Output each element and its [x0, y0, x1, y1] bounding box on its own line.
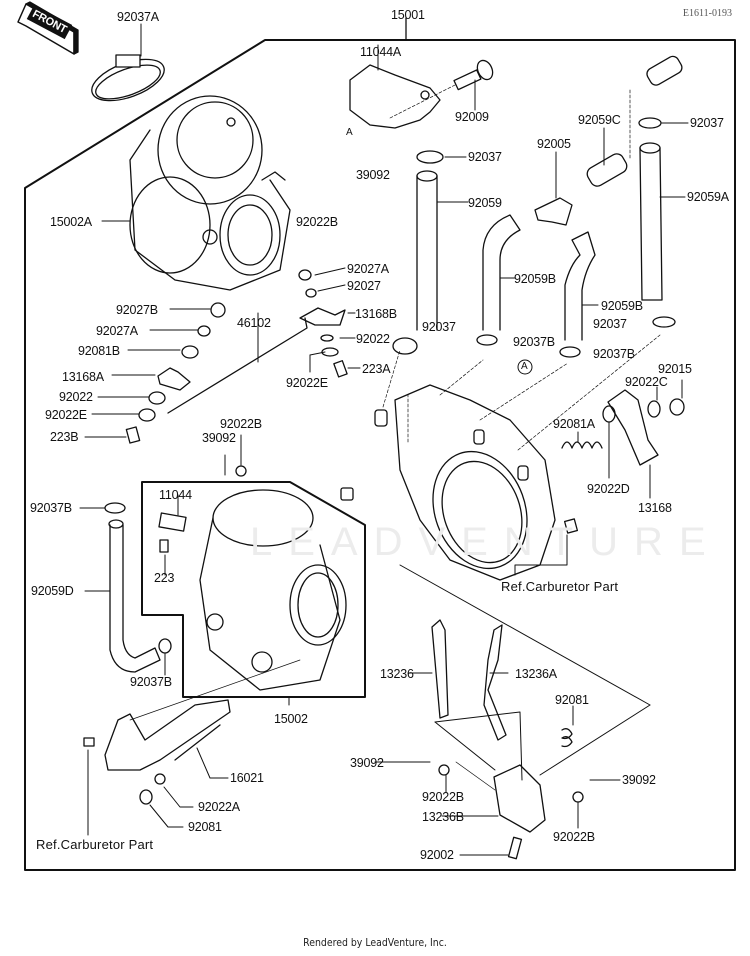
part-label[interactable]: 92059D [31, 584, 74, 598]
assembly-frame [24, 39, 736, 871]
part-label[interactable]: 92027A [347, 262, 389, 276]
part-label[interactable]: 39092 [350, 756, 384, 770]
part-label[interactable]: 92037A [117, 10, 159, 24]
part-label[interactable]: 39092 [356, 168, 390, 182]
part-label[interactable]: 92081A [553, 417, 595, 431]
part-label[interactable]: 223 [154, 571, 175, 585]
part-label[interactable]: 92037B [30, 501, 72, 515]
part-label[interactable]: 13236A [515, 667, 557, 681]
float-chamber-drawing [340, 334, 661, 581]
part-label[interactable]: 92081 [188, 820, 222, 834]
part-label[interactable]: 92022E [286, 376, 328, 390]
part-label[interactable]: 92037 [422, 320, 456, 334]
part-label[interactable]: 13168 [638, 501, 672, 515]
part-label[interactable]: 92009 [455, 110, 489, 124]
assembly-label-carburetor-body[interactable]: 15002A [50, 215, 92, 229]
callout-letter-a: A [521, 361, 528, 372]
bracket-drawing [349, 64, 441, 129]
part-label[interactable]: 11044 [159, 488, 192, 502]
carburetor-frame [141, 481, 366, 698]
part-label[interactable]: 92022D [587, 482, 630, 496]
part-label[interactable]: 39092 [622, 773, 656, 787]
diagram-code: E1611-0193 [682, 8, 732, 19]
part-label[interactable]: 92037 [690, 116, 724, 130]
reference-carburetor-part: Ref.Carburetor Part [501, 579, 619, 594]
part-label[interactable]: 16021 [230, 771, 264, 785]
part-label[interactable]: 92059B [514, 272, 556, 286]
part-label[interactable]: 92022A [198, 800, 240, 814]
part-label[interactable]: 13236B [422, 810, 464, 824]
part-label[interactable]: 92037 [593, 317, 627, 331]
part-label[interactable]: 223A [362, 362, 391, 376]
part-label[interactable]: 223B [50, 430, 79, 444]
part-label[interactable]: 92037B [593, 347, 635, 361]
footer-credit: Rendered by LeadVenture, Inc. [303, 936, 447, 949]
callout-letter-a: A [346, 127, 353, 138]
part-label[interactable]: 92081B [78, 344, 120, 358]
part-label[interactable]: 92027 [347, 279, 381, 293]
reference-carburetor-part: Ref.Carburetor Part [36, 837, 154, 852]
part-label[interactable]: 92081 [555, 693, 589, 707]
part-label[interactable]: 92015 [658, 362, 692, 376]
part-label[interactable]: 39092 [202, 431, 236, 445]
part-label[interactable]: 11044A [360, 45, 401, 59]
assembly-label-carburetor[interactable]: 15002 [274, 712, 308, 726]
part-label[interactable]: 92059B [601, 299, 643, 313]
part-label[interactable]: 13168B [355, 307, 397, 321]
part-label[interactable]: 92037 [468, 150, 502, 164]
part-label[interactable]: 92002 [420, 848, 454, 862]
part-label[interactable]: 92059A [687, 190, 729, 204]
part-label[interactable]: 92022C [625, 375, 668, 389]
part-label[interactable]: 92059C [578, 113, 621, 127]
assembly-label-main[interactable]: 15001 [391, 8, 425, 22]
part-label[interactable]: 46102 [237, 316, 271, 330]
part-label[interactable]: 13168A [62, 370, 104, 384]
screw-drawing [453, 59, 494, 111]
hose-drawing [416, 175, 438, 331]
part-label[interactable]: 92037B [513, 335, 555, 349]
part-label[interactable]: 13236 [380, 667, 414, 681]
part-label[interactable]: 92022E [45, 408, 87, 422]
carburetor-upper-drawing [101, 95, 291, 291]
part-label[interactable]: 92059 [468, 196, 502, 210]
part-label[interactable]: 92005 [537, 137, 571, 151]
part-label[interactable]: 92022B [422, 790, 464, 804]
choke-lever-drawing [83, 659, 301, 836]
part-label[interactable]: 92022 [59, 390, 93, 404]
part-label[interactable]: 92027B [116, 303, 158, 317]
carburetor-lower-drawing [199, 489, 347, 691]
part-label[interactable]: 92022B [553, 830, 595, 844]
part-label[interactable]: 92027A [96, 324, 138, 338]
rod-drawing [167, 317, 308, 414]
part-label[interactable]: 92022 [356, 332, 390, 346]
watermark: LEADVENTURE [250, 520, 722, 564]
part-label[interactable]: 92022B [296, 215, 338, 229]
part-label[interactable]: 92022B [220, 417, 262, 431]
part-label[interactable]: 92037B [130, 675, 172, 689]
